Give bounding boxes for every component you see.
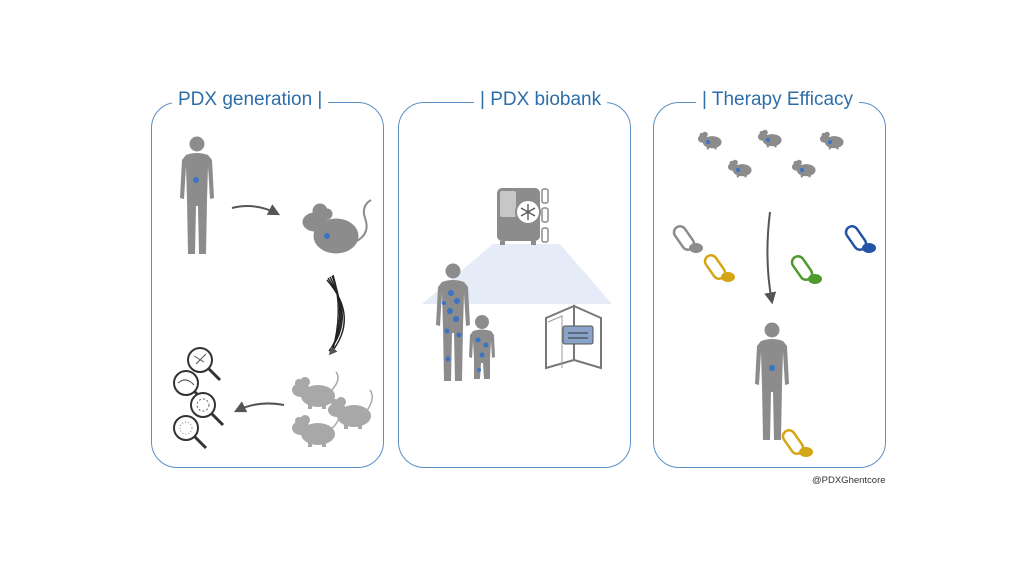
child-human-icon: [469, 315, 495, 379]
credit-handle: @PDXGhentcore: [812, 475, 886, 486]
mouse-cohort-icon: [292, 371, 373, 447]
freezer-icon: [497, 188, 541, 245]
book-icon: [545, 304, 602, 370]
arrow-bundle-icon: [326, 274, 345, 356]
arrow-icon: [233, 401, 285, 413]
light-beam: [422, 244, 612, 304]
snowflake-icon: [520, 204, 536, 220]
vial-icon: [541, 188, 549, 243]
pill-icon: [788, 252, 822, 284]
patient-human-icon: [180, 136, 214, 254]
magnifier-icon: [172, 346, 225, 450]
patient-human-icon: [436, 263, 470, 381]
mouse-group-icon: [697, 129, 844, 178]
pill-icon: [842, 222, 876, 254]
arrow-icon: [231, 204, 281, 216]
patient-human-icon: [755, 322, 789, 440]
pill-icon: [670, 222, 703, 254]
mouse-icon: [302, 199, 372, 254]
pill-icon: [779, 426, 813, 458]
panel-title-biobank: | PDX biobank: [474, 87, 608, 113]
panel-title-therapy: | Therapy Efficacy: [696, 87, 860, 113]
panel-title-generation: PDX generation |: [172, 87, 329, 113]
arrow-icon: [764, 211, 777, 305]
pill-icon: [701, 251, 735, 283]
